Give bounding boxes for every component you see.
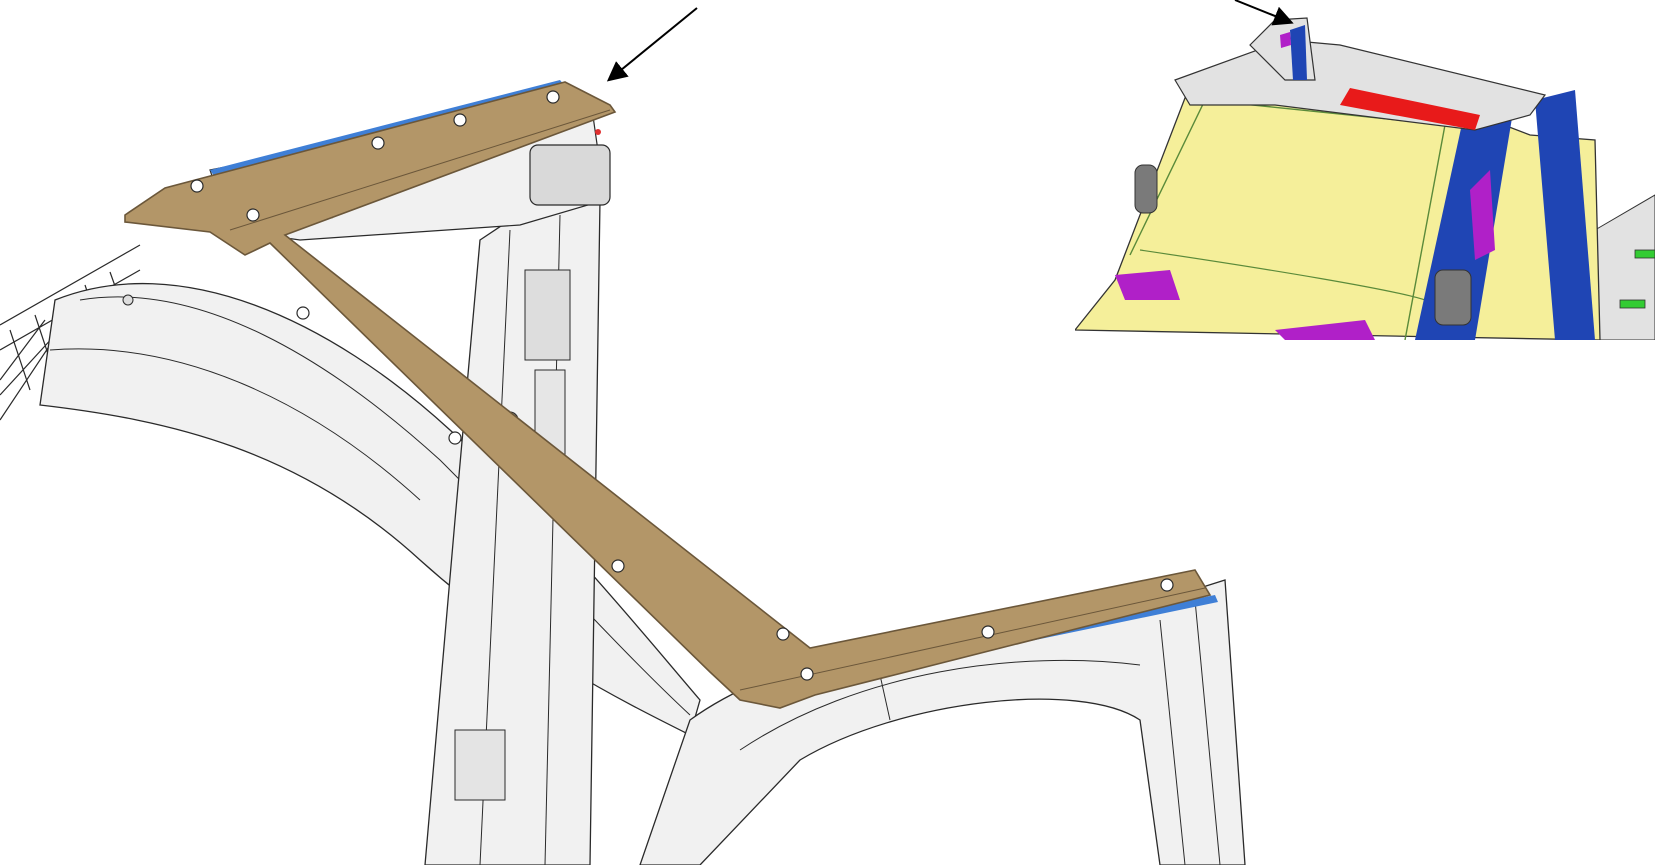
inset-mirror <box>1134 164 1158 214</box>
brace-hole <box>800 667 814 681</box>
brace-hole <box>1160 578 1174 592</box>
roof-brace <box>124 81 1212 709</box>
pillar-bracket <box>524 269 571 361</box>
brace-hole <box>371 136 385 150</box>
brace-hole <box>776 627 790 641</box>
inset-cab-body <box>1075 74 1601 340</box>
brace-hole <box>546 90 560 104</box>
header-hole <box>122 294 134 306</box>
brace-callout-arrow <box>606 7 698 82</box>
inset-callout-arrow <box>1234 0 1294 26</box>
inset-chassis <box>1594 194 1655 340</box>
brace-hole <box>981 625 995 639</box>
inset-mirror <box>1434 269 1472 326</box>
inset-roof-frame <box>1174 17 1547 131</box>
brace-hole <box>448 431 462 445</box>
pillar-bracket <box>454 729 506 801</box>
brace-hole <box>453 113 467 127</box>
cab-overview-inset <box>1075 0 1655 340</box>
red-marker <box>595 129 601 135</box>
upper-bracket <box>529 144 611 206</box>
brace-hole <box>190 179 204 193</box>
brace-hole <box>246 208 260 222</box>
brace-hole <box>611 559 625 573</box>
brace-hole <box>296 306 310 320</box>
